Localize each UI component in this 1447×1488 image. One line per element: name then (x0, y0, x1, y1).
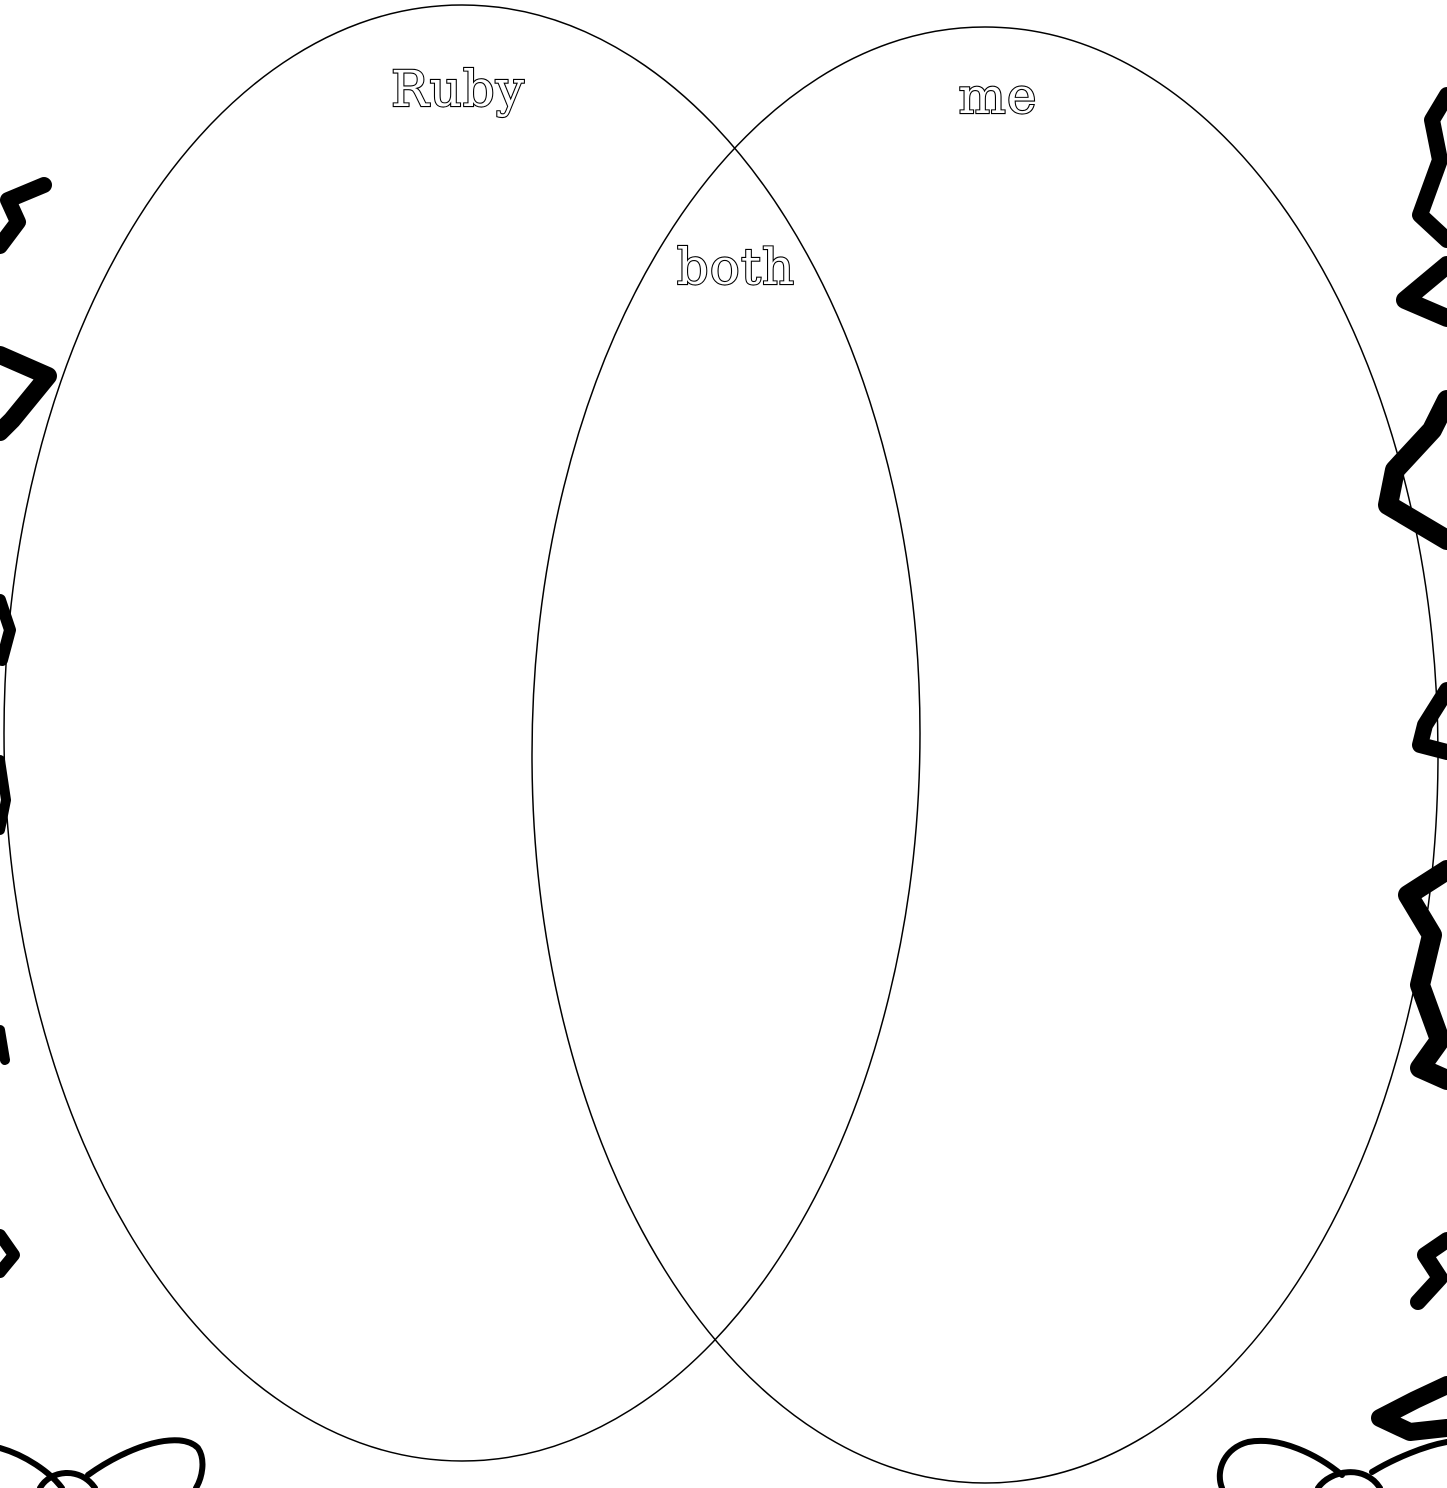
zigzag-border-icon (1408, 870, 1447, 1080)
bottom-left-bow (0, 1440, 202, 1488)
bow-icon (1372, 1442, 1447, 1472)
zigzag-border-icon (0, 1030, 5, 1060)
left-circle-label: Ruby (391, 60, 525, 118)
zigzag-border-icon (1420, 95, 1447, 240)
zigzag-border-icon (1420, 690, 1447, 752)
zigzag-border-icon (0, 355, 48, 432)
overlap-label: both (677, 238, 795, 296)
bottom-right-bow (1220, 1441, 1447, 1488)
zigzag-border-icon (1388, 400, 1447, 540)
bow-icon (88, 1440, 202, 1488)
zigzag-border-icon (0, 1235, 14, 1272)
zigzag-border-icon (1418, 1240, 1447, 1302)
bow-icon (0, 1448, 62, 1488)
right-border-decoration (1380, 95, 1447, 1432)
zigzag-border-icon (1380, 1385, 1447, 1432)
right-circle-label: me (958, 67, 1037, 125)
zigzag-border-icon (1405, 265, 1447, 318)
zigzag-border-icon (0, 185, 44, 246)
left-border-decoration (0, 185, 48, 1272)
left-circle (4, 5, 920, 1461)
right-circle (532, 27, 1438, 1483)
